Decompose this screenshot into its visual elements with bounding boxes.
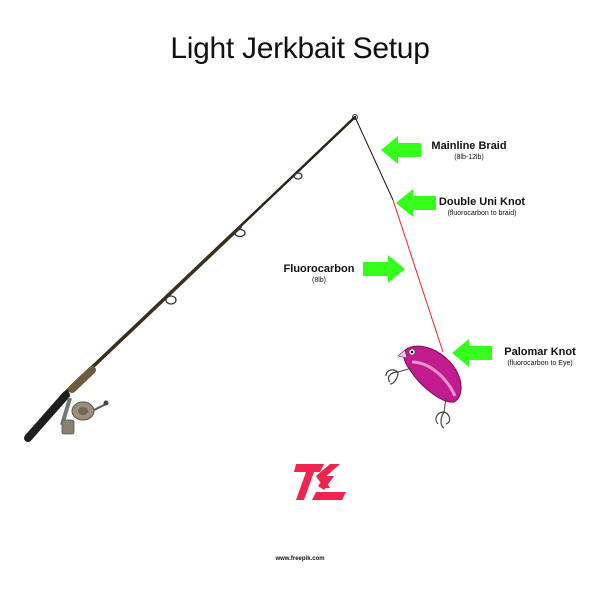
treble-hook <box>436 398 450 428</box>
label-palomar-knot-title: Palomar Knot <box>492 346 588 358</box>
treble-hook <box>386 368 412 384</box>
label-fluorocarbon: Fluorocarbon (8lb) <box>276 263 362 284</box>
label-palomar-knot-sub: (fluorocarbon to Eye) <box>492 360 588 367</box>
jerkbait-lure <box>386 346 461 428</box>
arrow-palomar <box>452 339 492 367</box>
label-double-uni-knot: Double Uni Knot (fluorocarbon to braid) <box>430 196 534 217</box>
label-fluorocarbon-sub: (8lb) <box>276 277 362 284</box>
label-double-uni-knot-title: Double Uni Knot <box>430 196 534 208</box>
label-mainline-braid: Mainline Braid (8lb-12lb) <box>424 140 514 161</box>
arrow-mainline <box>381 136 421 164</box>
rod-guide <box>166 296 176 304</box>
brand-logo <box>294 462 348 506</box>
rod-guide <box>294 173 302 179</box>
credit-text: www.freepik.com <box>0 556 600 562</box>
mainline-braid <box>355 117 393 200</box>
label-fluorocarbon-title: Fluorocarbon <box>276 263 362 275</box>
arrow-fluorocarbon <box>363 255 405 283</box>
spinning-reel <box>62 398 109 434</box>
label-mainline-braid-sub: (8lb-12lb) <box>424 154 514 161</box>
label-mainline-braid-title: Mainline Braid <box>424 140 514 152</box>
label-double-uni-knot-sub: (fluorocarbon to braid) <box>430 210 534 217</box>
fluorocarbon-line <box>393 200 443 352</box>
label-palomar-knot: Palomar Knot (fluorocarbon to Eye) <box>492 346 588 367</box>
rod-guide <box>235 230 245 237</box>
